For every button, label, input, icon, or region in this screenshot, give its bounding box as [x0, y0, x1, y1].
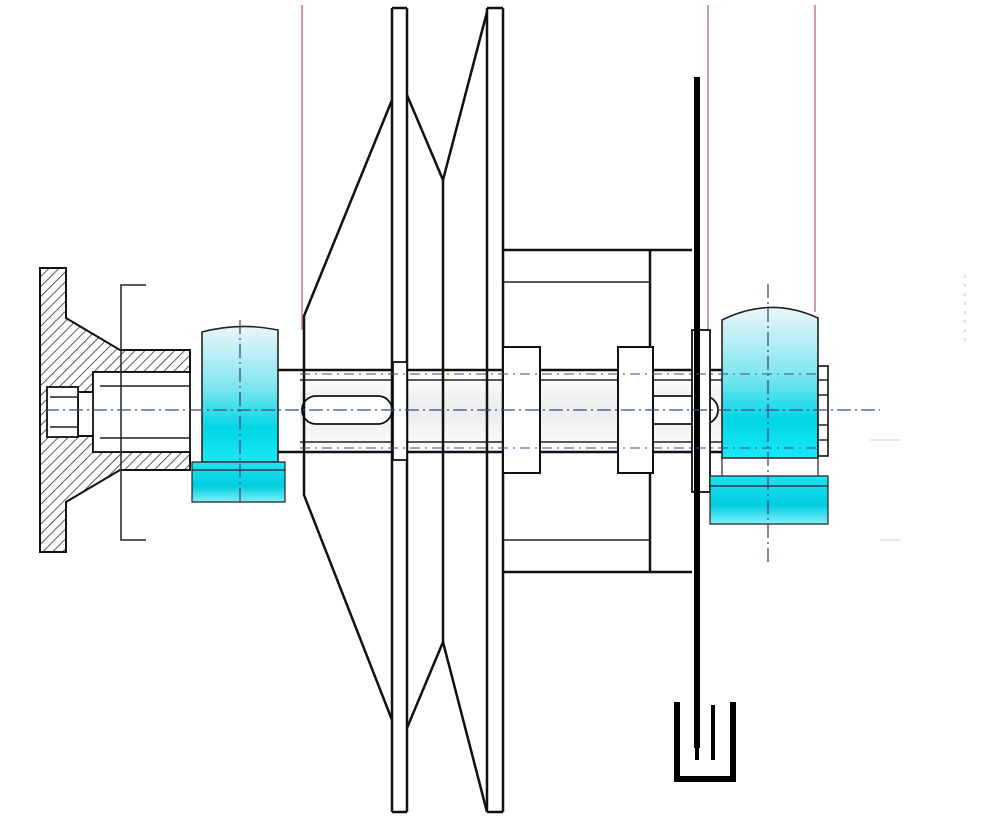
reference-lines	[301, 5, 816, 330]
edge-marks	[870, 275, 966, 541]
bracket-plate-icon	[674, 77, 736, 782]
centerlines	[45, 373, 880, 449]
v-belt-pulley-icon	[302, 6, 505, 814]
bearing-block-right-icon	[709, 284, 829, 565]
dimension-bracket	[120, 284, 146, 541]
hatched-flange-housing-icon	[39, 267, 191, 553]
bearing-block-left-icon	[191, 320, 286, 505]
